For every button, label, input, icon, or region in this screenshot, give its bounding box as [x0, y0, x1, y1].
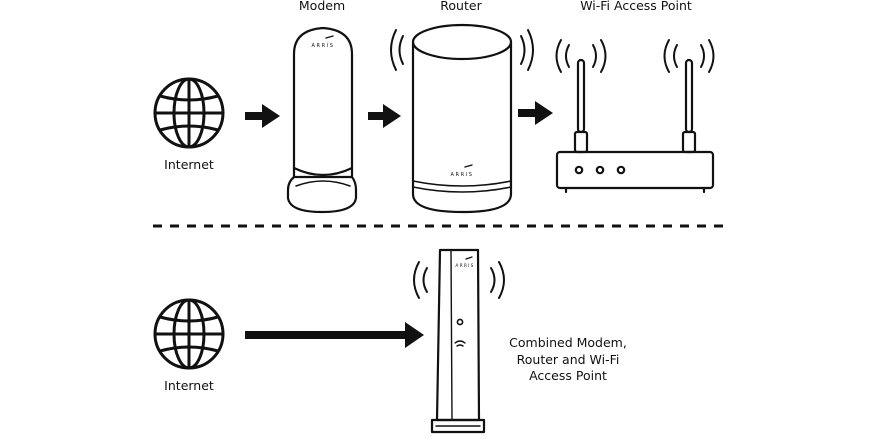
- internet-label: Internet: [164, 157, 214, 172]
- arrow-icon: [245, 104, 280, 128]
- modem-label: Modem: [298, 0, 346, 13]
- combined-gateway-device: ARRIS: [430, 248, 486, 434]
- internet-label: Internet: [164, 378, 214, 393]
- modem-device: ARRIS: [286, 26, 358, 214]
- modem-brand-logo: ARRIS: [311, 43, 334, 49]
- combined-label-line: Access Point: [529, 368, 607, 383]
- router-brand-logo: ARRIS: [450, 172, 473, 178]
- combined-label-line: Combined Modem,: [509, 335, 627, 350]
- wifi-signal-icon: [413, 261, 505, 299]
- globe-icon: [153, 77, 225, 149]
- combined-label-line: Router and Wi-Fi: [516, 351, 620, 367]
- wifi-signal-icon: [390, 29, 534, 71]
- arrow-icon: [368, 104, 401, 128]
- combined-device-label: Combined Modem, Router and Wi-Fi Access …: [483, 335, 653, 385]
- access-point-device: [555, 58, 715, 194]
- wifi-signal-icon: [555, 39, 715, 73]
- arrow-icon: [245, 322, 424, 348]
- router-label: Router: [440, 0, 482, 13]
- globe-icon: [153, 298, 225, 370]
- access-point-label: Wi-Fi Access Point: [580, 0, 692, 13]
- combined-brand-logo: ARRIS: [455, 263, 474, 269]
- arrow-icon: [518, 101, 553, 125]
- router-device: ARRIS: [411, 23, 513, 214]
